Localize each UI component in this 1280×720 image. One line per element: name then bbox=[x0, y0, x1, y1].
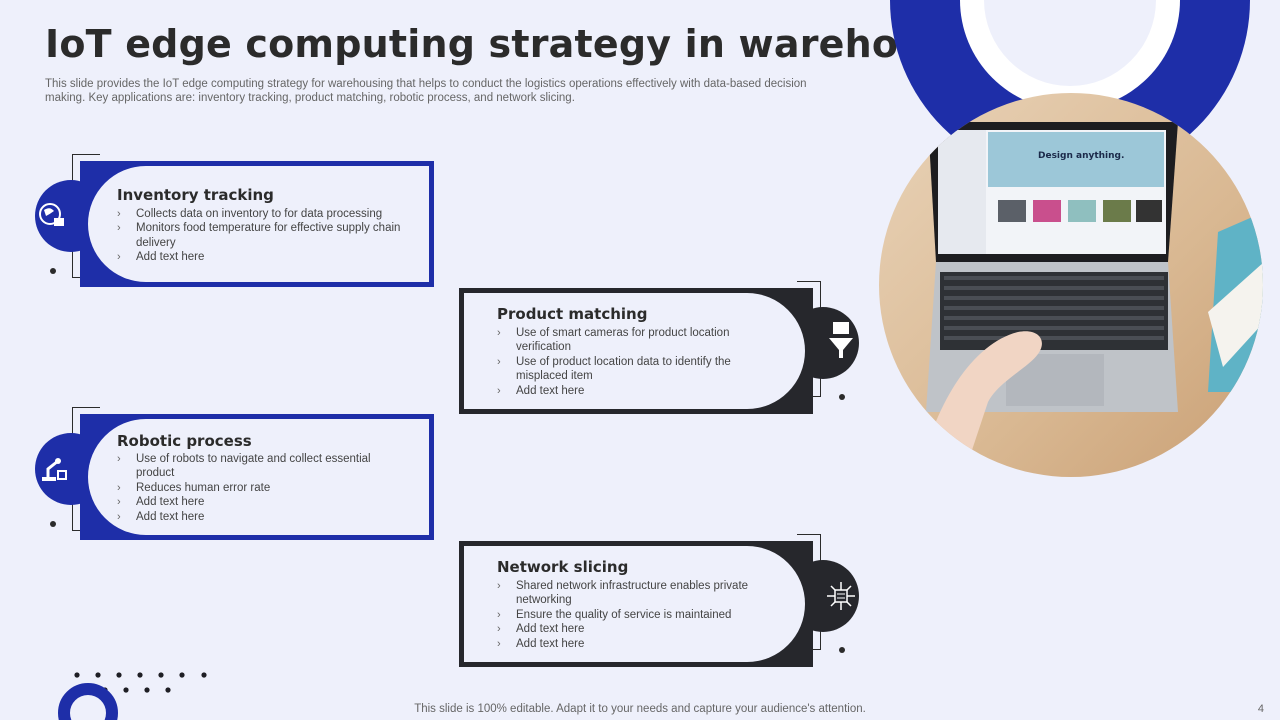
card-robotic-process: Robotic process Use of robots to navigat… bbox=[80, 414, 434, 540]
list-item: Monitors food temperature for effective … bbox=[117, 221, 407, 250]
list-item: Add text here bbox=[497, 637, 757, 652]
list-item: Add text here bbox=[117, 495, 387, 510]
list-item: Add text here bbox=[497, 622, 757, 637]
card-list: Collects data on inventory to for data p… bbox=[117, 207, 407, 265]
list-item: Add text here bbox=[117, 510, 387, 525]
slide-subtitle: This slide provides the IoT edge computi… bbox=[45, 78, 807, 104]
network-server-icon bbox=[827, 582, 855, 610]
list-item: Collects data on inventory to for data p… bbox=[117, 207, 407, 222]
list-item: Use of product location data to identify… bbox=[497, 355, 757, 384]
list-item: Use of smart cameras for product locatio… bbox=[497, 326, 757, 355]
card-list: Shared network infrastructure enables pr… bbox=[497, 579, 757, 651]
list-item: Add text here bbox=[497, 384, 757, 399]
page-number: 4 bbox=[1257, 703, 1264, 715]
card-title: Robotic process bbox=[117, 432, 252, 450]
laptop-screen-text: Design anything. bbox=[1038, 151, 1124, 161]
laptop-photo: Design anything. bbox=[879, 93, 1263, 477]
robot-arm-icon bbox=[42, 458, 67, 481]
puzzle-funnel-icon bbox=[829, 322, 853, 358]
connector-dot bbox=[50, 268, 56, 274]
list-item: Shared network infrastructure enables pr… bbox=[497, 579, 757, 608]
card-list: Use of robots to navigate and collect es… bbox=[117, 452, 387, 524]
card-title: Network slicing bbox=[497, 558, 629, 576]
card-inventory-tracking: Inventory tracking Collects data on inve… bbox=[80, 161, 434, 287]
slide-title: IoT edge computing strategy in warehousi… bbox=[45, 22, 1017, 66]
card-product-matching: Product matching Use of smart cameras fo… bbox=[459, 288, 813, 414]
card-list: Use of smart cameras for product locatio… bbox=[497, 326, 757, 398]
globe-warehouse-icon bbox=[39, 203, 64, 226]
card-network-slicing: Network slicing Shared network infrastru… bbox=[459, 541, 813, 667]
list-item: Add text here bbox=[117, 250, 407, 265]
connector-dot bbox=[839, 394, 845, 400]
card-title: Product matching bbox=[497, 305, 648, 323]
connector-dot bbox=[839, 647, 845, 653]
footer-note: This slide is 100% editable. Adapt it to… bbox=[414, 703, 866, 715]
card-title: Inventory tracking bbox=[117, 186, 274, 204]
list-item: Use of robots to navigate and collect es… bbox=[117, 452, 387, 481]
list-item: Reduces human error rate bbox=[117, 481, 387, 496]
list-item: Ensure the quality of service is maintai… bbox=[497, 608, 757, 623]
decorative-dots bbox=[58, 672, 207, 720]
connector-dot bbox=[50, 521, 56, 527]
